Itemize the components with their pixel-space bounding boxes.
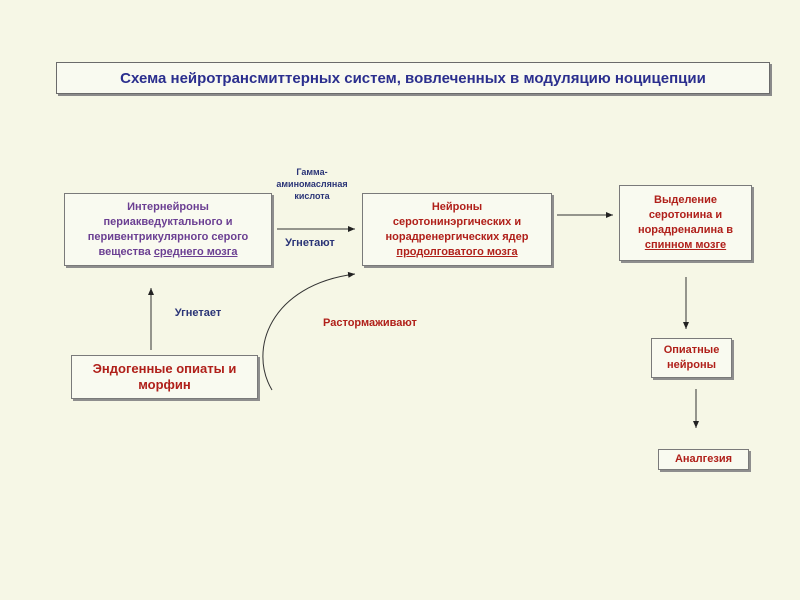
opioids-line-1: Эндогенные опиаты и — [92, 361, 237, 376]
gaba-line-3: кислота — [294, 191, 330, 201]
diagram-title-text: Схема нейротрансмиттерных систем, вовлеч… — [120, 69, 706, 87]
opioids-line-2: морфин — [138, 377, 191, 392]
label-inhibit-plural: Угнетают — [285, 237, 335, 249]
gaba-line-1: Гамма- — [296, 167, 328, 177]
box-monoamine-release: Выделение серотонина и норадреналина в с… — [619, 185, 752, 261]
raphe-line-3: норадренергических ядер — [385, 230, 529, 243]
opiate-neurons-line-1: Опиатные — [663, 344, 720, 356]
box-opiate-neurons: Опиатные нейроны — [651, 338, 732, 378]
interneurons-line-2: периакведуктального и — [103, 215, 233, 228]
box-endogenous-opioids: Эндогенные опиаты и морфин — [71, 355, 258, 399]
release-line-3: норадреналина в — [637, 224, 734, 236]
interneurons-line-4-underlined: среднего мозга — [153, 245, 238, 258]
box-interneurons: Интернейроны периакведуктального и перив… — [64, 193, 272, 266]
label-inhibit-single: Угнетает — [174, 307, 222, 319]
diagram-title: Схема нейротрансмиттерных систем, вовлеч… — [56, 62, 770, 94]
interneurons-line-4-prefix: вещества — [98, 245, 154, 258]
box-analgesia: Аналгезия — [658, 449, 749, 470]
release-line-4: спинном мозге — [644, 239, 727, 251]
raphe-line-4: продолговатого мозга — [396, 245, 518, 258]
arrow-opioids-to-raphe-curve — [262, 271, 356, 391]
raphe-line-1: Нейроны — [431, 200, 483, 213]
interneurons-line-3: перивентрикулярного серого — [87, 230, 249, 243]
interneurons-line-1: Интернейроны — [127, 200, 209, 213]
opiate-neurons-line-2: нейроны — [666, 359, 716, 371]
interneurons-line-4: вещества среднего мозга — [88, 245, 249, 260]
label-disinhibit: Растормаживают — [323, 317, 417, 329]
release-line-2: серотонина и — [648, 209, 723, 221]
gaba-line-2: аминомасляная — [276, 179, 348, 189]
label-gaba: Гамма- аминомасляная кислота — [257, 166, 367, 202]
analgesia-label: Аналгезия — [674, 453, 733, 465]
box-raphe-neurons: Нейроны серотонинэргических и норадренер… — [362, 193, 552, 266]
release-line-1: Выделение — [654, 194, 717, 206]
raphe-line-2: серотонинэргических и — [392, 215, 522, 228]
